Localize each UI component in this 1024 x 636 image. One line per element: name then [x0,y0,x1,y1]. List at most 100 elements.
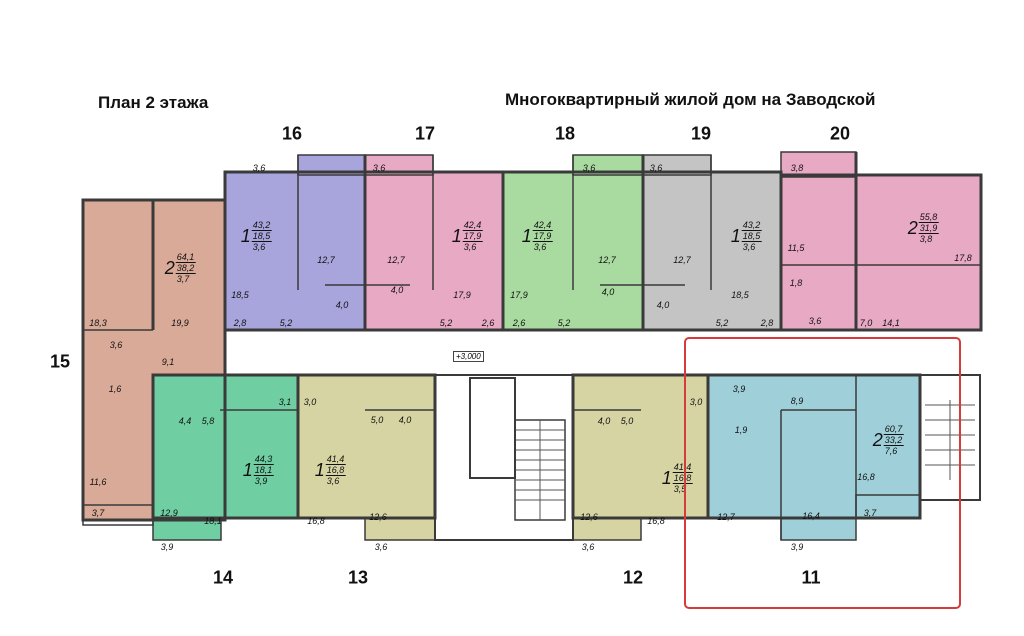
rooms-count: 2 [872,429,883,450]
room-area: 18,5 [731,290,749,300]
apartment-number-15: 15 [49,351,71,372]
rooms-count: 2 [164,257,175,278]
room-area: 3,8 [790,163,804,173]
rooms-count: 2 [907,217,918,238]
balconies [82,151,921,541]
balcony-area: 3,7 [176,274,190,284]
room-area: 12,7 [717,512,735,522]
room-area: 2,6 [512,318,526,328]
rooms-count: 1 [661,467,672,488]
room-area: 9,1 [161,357,175,367]
elevation-mark: +3,000 [453,351,484,362]
total-area: 43,2 [251,220,272,231]
elevator-shaft [469,377,516,479]
living-area: 18,5 [741,231,762,242]
room-area: 17,8 [954,253,972,263]
apartment-20-fill [781,175,981,330]
rooms-count: 1 [451,225,462,246]
total-area: 60,7 [883,424,904,435]
room-area: 14,1 [882,318,900,328]
room-area: 12,6 [580,512,598,522]
apartment-number-13: 13 [347,567,369,588]
room-area: 11,5 [787,243,805,253]
apartment-17-fill [365,172,503,330]
room-area: 18,3 [89,318,107,328]
room-area: 2,6 [481,318,495,328]
room-area: 5,2 [439,318,453,328]
room-area: 19,9 [171,318,189,328]
balcony-area: 3,6 [742,242,756,252]
apartment-16-fill [225,172,365,330]
room-area: 1,6 [108,384,122,394]
total-area: 42,4 [532,220,553,231]
room-area: 8,9 [790,396,804,406]
apartment-13-fill [298,375,435,518]
room-area: 3,7 [91,508,105,518]
apartment-number-11: 11 [801,567,821,588]
apartment-17-balcony [365,155,433,175]
room-area: 12,9 [160,508,178,518]
living-area: 17,9 [532,231,553,242]
plan-title: План 2 этажа [98,93,209,112]
rooms-count: 1 [314,459,325,480]
apartment-11-fill [708,375,920,518]
room-area: 16,8 [307,516,325,526]
balcony-area: 3,6 [533,242,547,252]
living-area: 33,2 [883,435,904,446]
apartment-11-balcony [781,518,856,540]
rooms-count: 1 [521,225,532,246]
room-area: 5,0 [620,416,634,426]
walls [81,152,983,522]
room-area: 3,6 [252,163,266,173]
room-area: 11,6 [89,477,107,487]
apartment-19-balcony [643,155,711,175]
apartment-number-20: 20 [829,123,851,144]
apartment-number-14: 14 [212,567,234,588]
room-area: 3,0 [303,397,317,407]
room-area: 1,9 [734,425,748,435]
room-area: 3,6 [372,163,386,173]
balcony-area: 7,6 [884,446,898,456]
room-area: 16,8 [647,516,665,526]
rooms-count: 1 [240,225,251,246]
room-area: 12,7 [317,255,335,265]
balcony-area: 3,6 [326,476,340,486]
room-area: 5,0 [370,415,384,425]
living-area: 31,9 [918,223,939,234]
room-area: 12,7 [598,255,616,265]
living-area: 16,8 [672,473,693,484]
room-area: 18,5 [231,290,249,300]
room-area: 12,6 [369,512,387,522]
apartment-18-balcony [573,155,643,175]
room-area: 3,6 [581,542,595,552]
balcony-area: 3,6 [463,242,477,252]
rooms-count: 1 [242,459,253,480]
apartment-number-19: 19 [690,123,712,144]
total-area: 55,8 [918,212,939,223]
room-area: 16,4 [802,511,820,521]
room-area: 3,9 [732,384,746,394]
room-area: 2,8 [760,318,774,328]
stair-steps [515,420,565,520]
room-area: 7,0 [859,318,873,328]
rooms-count: 1 [730,225,741,246]
room-area: 3,6 [374,542,388,552]
room-area: 3,6 [649,163,663,173]
room-area: 4,4 [178,416,192,426]
living-area: 38,2 [175,263,196,274]
room-area: 4,0 [597,416,611,426]
living-area: 18,5 [251,231,272,242]
living-area: 16,8 [325,465,346,476]
room-area: 4,0 [335,300,349,310]
room-area: 5,2 [557,318,571,328]
apartment-14-balcony [153,518,221,540]
room-area: 4,0 [398,415,412,425]
